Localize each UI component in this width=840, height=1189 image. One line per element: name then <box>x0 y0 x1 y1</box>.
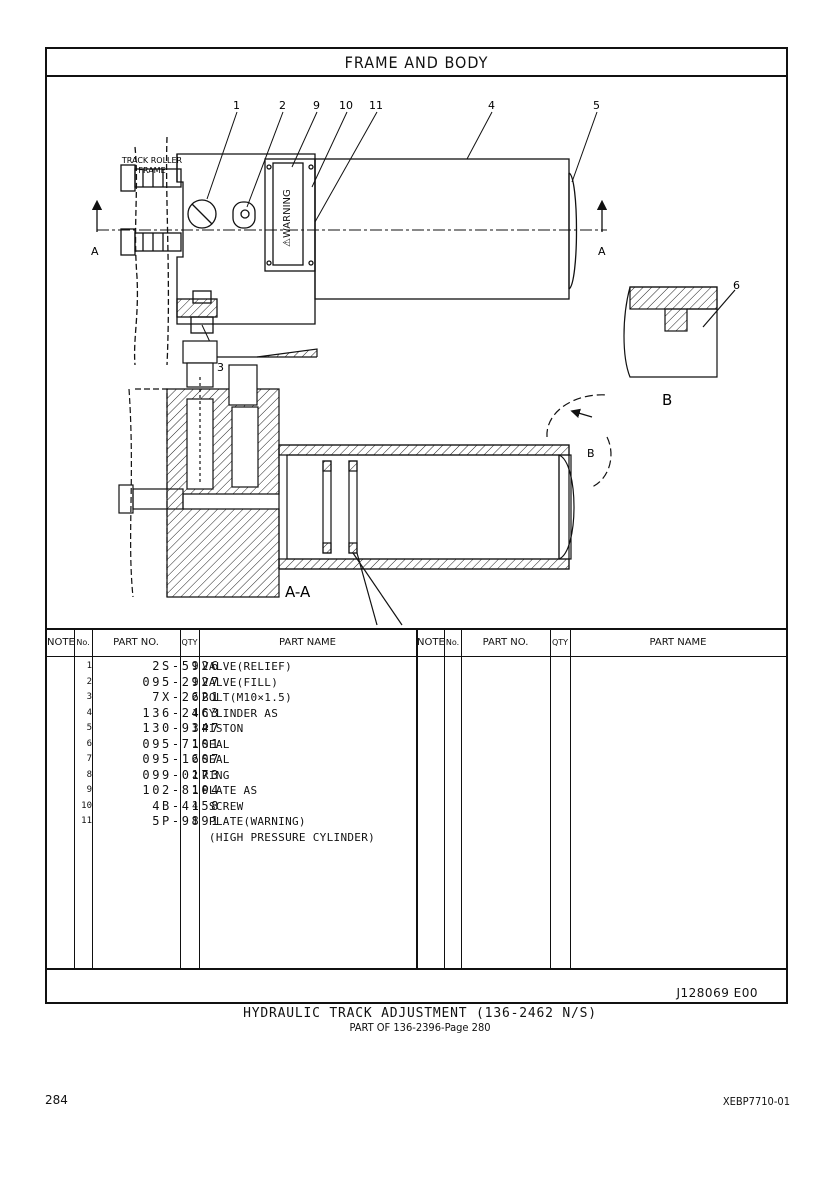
row-quantity: 1 <box>191 676 198 688</box>
row-part-name: SCREW <box>202 799 244 813</box>
section-marker-left: A <box>91 245 99 258</box>
row-part-number: 095-7101 <box>142 736 221 751</box>
row-quantity: 1 <box>191 661 198 672</box>
callout-11: 11 <box>369 99 383 112</box>
row-number: 11 <box>81 816 92 826</box>
row-quantity: 1 <box>191 738 198 750</box>
detail-b <box>623 286 736 378</box>
detail-label: B <box>662 391 672 409</box>
row-number: 1 <box>86 661 92 671</box>
page-number: 284 <box>45 1093 68 1107</box>
row-part-number: 2S-5926 <box>152 659 221 673</box>
col-qty-2: QTY <box>551 638 569 647</box>
row-part-number: 130-9347 <box>142 721 221 735</box>
callout-4: 4 <box>488 99 495 112</box>
publication-code: XEBP7710-01 <box>722 1095 790 1108</box>
section-label: A-A <box>285 583 311 601</box>
row-number: 4 <box>86 707 92 718</box>
document-reference: J128069 E00 <box>676 986 758 1000</box>
row-number: 3 <box>86 692 92 702</box>
callout-1: 1 <box>233 99 240 112</box>
col-part-name-2: PART NAME <box>649 637 707 648</box>
row-quantity: 2 <box>191 754 198 765</box>
callout-9: 9 <box>313 99 320 112</box>
row-quantity: 1 <box>191 785 198 796</box>
row-quantity: 1 <box>191 723 198 734</box>
col-qty: QTY <box>181 638 198 647</box>
row-part-name: VALVE(FILL) <box>202 675 279 689</box>
section-view <box>118 340 612 626</box>
parts-table: NOTE No. PART NO. QTY PART NAME NOTE No.… <box>47 628 786 970</box>
row-number: 7 <box>86 754 92 764</box>
row-number: 10 <box>81 800 92 811</box>
col-note-2: NOTE <box>417 637 445 648</box>
row-part-name: PLATE AS <box>202 784 258 797</box>
row-number: 8 <box>86 769 92 780</box>
col-no: No. <box>76 638 90 647</box>
col-part-no-2: PART NO. <box>482 637 529 648</box>
section-marker-right: A <box>598 245 606 258</box>
row-part-number: 4B-4158 <box>152 798 221 813</box>
row-part-number: 7X-2621 <box>152 690 221 704</box>
callout-5: 5 <box>593 99 600 112</box>
col-part-no: PART NO. <box>113 637 159 648</box>
row-number: 9 <box>86 785 92 795</box>
col-part-name: PART NAME <box>278 637 336 648</box>
parts-frame: FRAME AND BODY <box>45 47 788 1004</box>
table-header: NOTE No. PART NO. QTY PART NAME NOTE No.… <box>47 630 786 657</box>
row-quantity: 4 <box>191 800 198 812</box>
frame-label-1: TRACK ROLLER <box>121 156 183 165</box>
top-view <box>120 136 578 366</box>
row-part-name: SEAL <box>202 753 230 766</box>
row-quantity: 1 <box>191 816 198 827</box>
col-no-2: No. <box>445 638 460 647</box>
row-number: 5 <box>86 723 92 733</box>
page-title: FRAME AND BODY <box>47 49 786 77</box>
page-caption: HYDRAULIC TRACK ADJUSTMENT (136-2462 N/S… <box>243 1006 597 1021</box>
frame-label-2: FRAME <box>138 166 165 175</box>
row-number: 6 <box>86 738 92 749</box>
row-part-number: 099-0173 <box>142 767 221 782</box>
row-part-number: 095-2927 <box>142 674 221 689</box>
row-number: 2 <box>86 676 92 687</box>
row-part-name: BOLT(M10×1.5) <box>202 691 292 704</box>
callout-3: 3 <box>217 361 224 374</box>
page-subcaption: PART OF 136-2396-Page 280 <box>349 1021 491 1034</box>
row-part-number: 136-2463 <box>142 705 221 720</box>
row-part-name: SEAL <box>202 737 230 751</box>
callout-6: 6 <box>733 279 740 292</box>
row-part-name: (HIGH PRESSURE CYLINDER) <box>202 830 376 844</box>
row-part-name: VALVE(RELIEF) <box>202 660 292 673</box>
warning-plate-text: ⚠WARNING <box>282 189 293 247</box>
row-part-number: 5P-9891 <box>152 814 221 828</box>
callout-10: 10 <box>339 99 353 112</box>
row-quantity: 1 <box>191 707 198 719</box>
callout-2: 2 <box>279 99 286 112</box>
row-part-name: PISTON <box>202 722 244 735</box>
col-note: NOTE <box>47 637 75 648</box>
table-row: (HIGH PRESSURE CYLINDER) <box>47 830 416 846</box>
row-part-name: PLATE(WARNING) <box>202 815 306 828</box>
row-quantity: 2 <box>191 692 198 703</box>
exploded-drawing: ⚠WARNING A A TRACK ROLLER FRAME 1 2 9 10… <box>91 99 740 626</box>
row-part-number: 102-8104 <box>142 783 221 797</box>
detail-marker: B <box>587 447 595 460</box>
row-part-number: 095-1607 <box>142 752 221 766</box>
row-part-name: CYLINDER AS <box>202 706 279 720</box>
row-part-name: RING <box>202 768 230 782</box>
row-quantity: 2 <box>191 769 198 781</box>
